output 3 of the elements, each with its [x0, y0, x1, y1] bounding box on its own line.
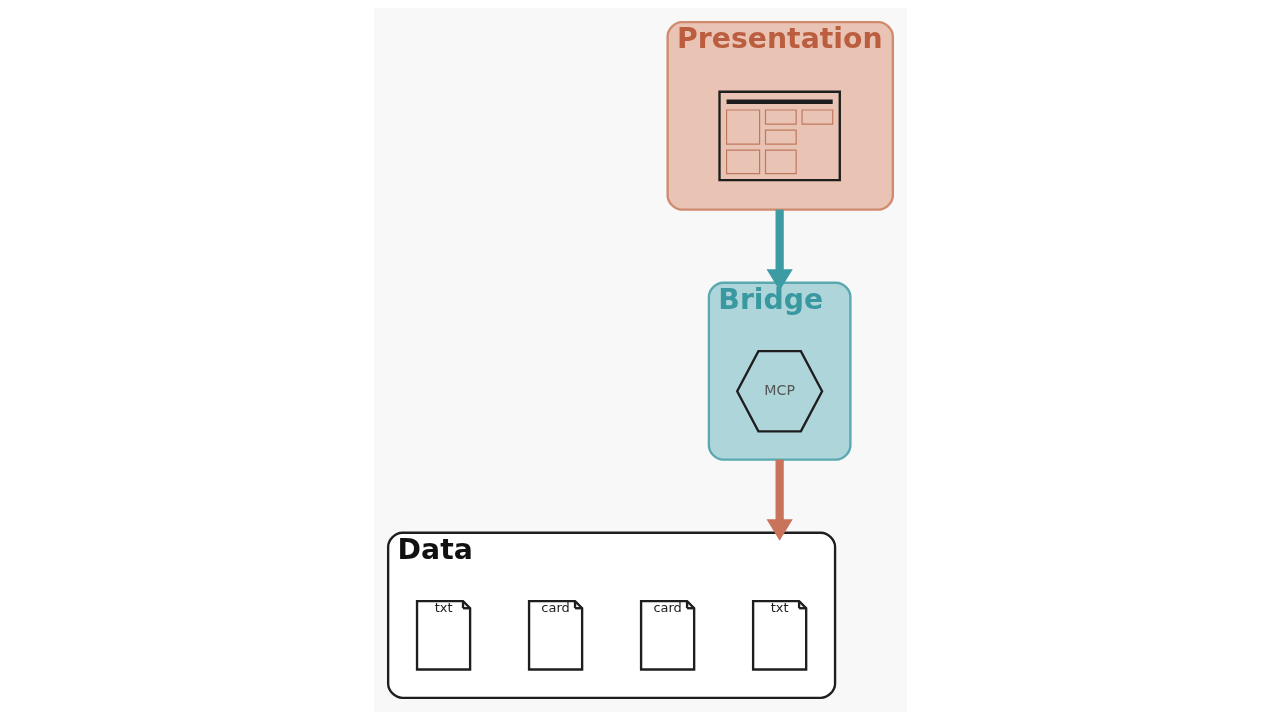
arrow: [766, 459, 793, 541]
arrow: [766, 209, 793, 291]
cluster: Presentation: [665, 21, 894, 211]
